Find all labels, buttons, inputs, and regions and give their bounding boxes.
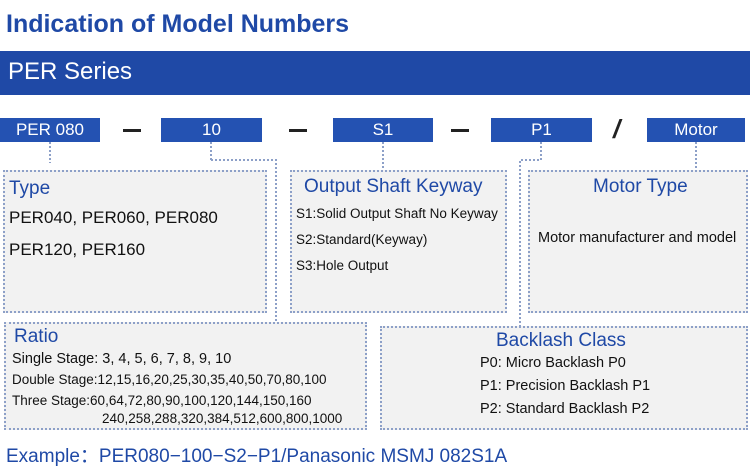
ratio-panel-title: Ratio [14,326,59,347]
keyway-line: S1:Solid Output Shaft No Keyway [296,206,498,221]
code-slash: / [613,114,621,144]
keyway-line: S3:Hole Output [296,258,389,273]
type-panel-title: Type [9,178,51,199]
backlash-line: P2: Standard Backlash P2 [480,401,650,417]
code-ratio: 10 [161,118,262,142]
page-title: Indication of Model Numbers [6,10,350,38]
keyway-panel: Output Shaft Keyway S1:Solid Output Shaf… [290,170,507,313]
series-banner: PER Series [0,51,750,95]
backlash-line: P0: Micro Backlash P0 [480,355,626,371]
ratio-panel: Ratio Single Stage: 3, 4, 5, 6, 7, 8, 9,… [4,322,367,430]
ratio-line: Three Stage:60,64,72,80,90,100,120,144,1… [12,393,312,408]
code-separator [123,129,141,132]
motor-panel-title: Motor Type [593,176,688,197]
code-motor: Motor [647,118,745,142]
keyway-panel-title: Output Shaft Keyway [304,176,483,197]
series-label: PER Series [8,58,133,85]
example-model: Example：PER080−100−S2−P1/Panasonic MSMJ … [6,446,508,467]
type-panel: Type PER040, PER060, PER080 PER120, PER1… [3,170,267,313]
backlash-panel-title: Backlash Class [496,330,626,351]
ratio-line: Single Stage: 3, 4, 5, 6, 7, 8, 9, 10 [12,351,232,367]
code-model: PER 080 [0,118,100,142]
ratio-line: Double Stage:12,15,16,20,25,30,35,40,50,… [12,372,327,387]
backlash-line: P1: Precision Backlash P1 [480,378,651,394]
ratio-line: 240,258,288,320,384,512,600,800,1000 [102,411,343,426]
code-backlash: P1 [491,118,592,142]
motor-line: Motor manufacturer and model [538,230,737,246]
code-separator [451,129,469,132]
keyway-line: S2:Standard(Keyway) [296,232,428,247]
motor-panel: Motor Type Motor manufacturer and model [528,170,748,313]
code-keyway: S1 [333,118,433,142]
type-line: PER120, PER160 [9,240,146,259]
code-separator [289,129,307,132]
backlash-panel: Backlash Class P0: Micro Backlash P0 P1:… [380,326,748,430]
type-line: PER040, PER060, PER080 [9,208,218,227]
